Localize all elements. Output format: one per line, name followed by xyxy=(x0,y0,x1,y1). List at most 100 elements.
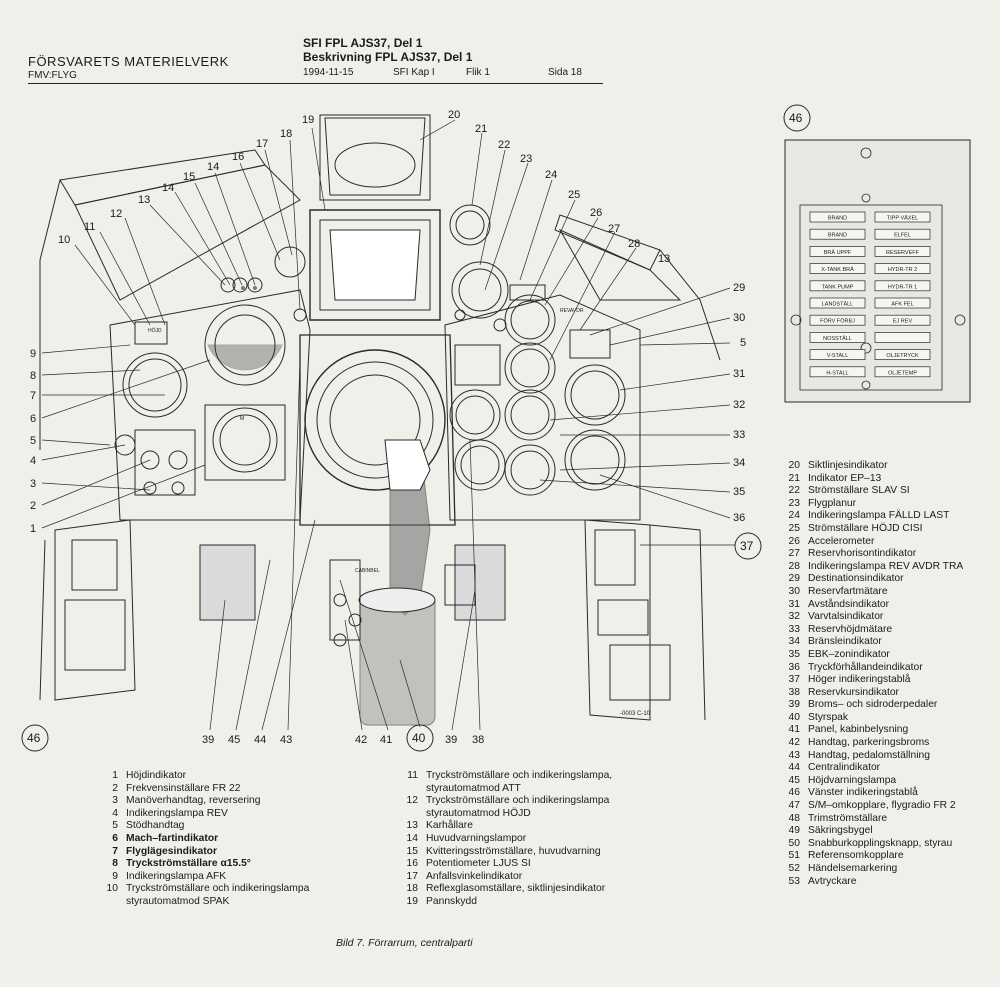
callout-16: 16 xyxy=(232,151,244,163)
annunciator-tile xyxy=(809,211,866,223)
legend-text: S/M–omkopplare, flygradio FR 2 xyxy=(808,800,956,812)
legend-number: 52 xyxy=(788,863,800,874)
callout-26: 26 xyxy=(590,207,602,219)
legend-text: Strömställare SLAV SI xyxy=(808,485,910,497)
legend-number: 50 xyxy=(788,837,800,849)
legend-text: Indikator EP–13 xyxy=(808,472,882,484)
annunciator-label: H-STALL xyxy=(826,370,848,376)
annunciator-label: AFK FEL xyxy=(891,302,913,308)
legend-number: 51 xyxy=(788,850,800,862)
callout-44: 44 xyxy=(254,734,266,746)
legend-text: Broms– och sidroderpedaler xyxy=(808,699,938,711)
legend-number: 12 xyxy=(406,795,418,807)
annunciator-label: BRAND xyxy=(828,216,847,222)
legend-text: Manöverhandtag, reversering xyxy=(126,795,261,807)
legend-number: 43 xyxy=(788,749,800,761)
callout-3: 3 xyxy=(30,478,36,490)
legend-text: Reservhorisontindikator xyxy=(808,548,917,560)
annunciator-label: BRAND xyxy=(828,233,847,239)
annunciator-tile xyxy=(874,211,931,223)
legend-number: 8 xyxy=(112,858,118,870)
legend-number: 29 xyxy=(788,573,800,585)
annunciator-label: TIPP VÄXEL xyxy=(887,215,918,222)
legend-text: Höjdindikator xyxy=(126,770,187,781)
document-title: SFI FPL AJS37, Del 1 xyxy=(303,36,423,50)
legend-number: 44 xyxy=(788,762,800,774)
legend-number: 42 xyxy=(788,737,800,749)
annunciator-label: X-TANK BRÄ xyxy=(821,266,854,273)
callout-24: 24 xyxy=(545,169,557,181)
annunciator-tile xyxy=(874,349,931,360)
legend-number: 27 xyxy=(788,548,800,560)
legend-text: Reflexglasomställare, siktlinjesindikato… xyxy=(426,883,606,895)
legend-text: Kvitteringsströmställare, huvudvarning xyxy=(426,845,601,857)
annunciator-label: HYDR-TR 2 xyxy=(888,267,917,273)
legend-number: 23 xyxy=(788,497,800,509)
callout-46-circle: 46 xyxy=(27,731,41,745)
document-subtitle: Beskrivning FPL AJS37, Del 1 xyxy=(303,50,473,64)
callout-32: 32 xyxy=(733,399,745,411)
annunciator-label: EJ REV xyxy=(893,319,913,325)
legend-text: Tryckströmställare och indikeringslampa … xyxy=(426,795,610,819)
annunciator-label: LANDSTÄLL xyxy=(822,301,854,308)
legend-number: 14 xyxy=(406,832,418,844)
callout-29: 29 xyxy=(733,282,745,294)
callout-8: 8 xyxy=(30,370,36,382)
label-hojd: HÖJD xyxy=(148,327,162,334)
annunciator-tile xyxy=(809,349,866,360)
legend-number: 5 xyxy=(112,820,118,832)
legend-number: 9 xyxy=(112,870,118,882)
callout-45: 45 xyxy=(228,734,240,746)
legend-number: 37 xyxy=(788,674,800,686)
legend-text: Tryckströmställare och indikeringslampa … xyxy=(126,883,310,907)
legend-number: 6 xyxy=(112,832,118,844)
figure-caption: Bild 7. Förrarrum, centralparti xyxy=(336,937,473,949)
legend-number: 35 xyxy=(788,648,800,660)
label-revavdr: REVAVDR xyxy=(560,308,584,314)
callout-19: 19 xyxy=(302,114,314,126)
annunciator-label: RESERVEFF xyxy=(886,250,920,256)
legend-text: Höjdvarningslampa xyxy=(808,774,897,786)
annunciator-tile xyxy=(809,366,866,378)
legend-text: Reservfartmätare xyxy=(808,585,888,597)
annunciator-tile xyxy=(809,297,866,309)
legend-number: 38 xyxy=(788,686,800,698)
callout-15: 15 xyxy=(183,171,195,183)
callout-42: 42 xyxy=(355,734,367,746)
callout-20: 20 xyxy=(448,109,460,121)
legend-text: Varvtalsindikator xyxy=(808,611,884,623)
callout-21: 21 xyxy=(475,123,487,135)
annunciator-label: HYDR-TR 1 xyxy=(888,284,917,290)
callout-33: 33 xyxy=(733,429,745,441)
legend-number: 39 xyxy=(788,699,800,711)
legend-text: Styrspak xyxy=(808,711,849,723)
legend-text: Tryckförhållandeindikator xyxy=(808,661,923,673)
legend-number: 7 xyxy=(112,845,118,857)
legend-text: Panel, kabinbelysning xyxy=(808,724,909,736)
legend-number: 21 xyxy=(788,472,800,484)
legend-number: 31 xyxy=(788,598,800,610)
legend-number: 3 xyxy=(112,795,118,807)
legend-number: 13 xyxy=(406,820,418,832)
